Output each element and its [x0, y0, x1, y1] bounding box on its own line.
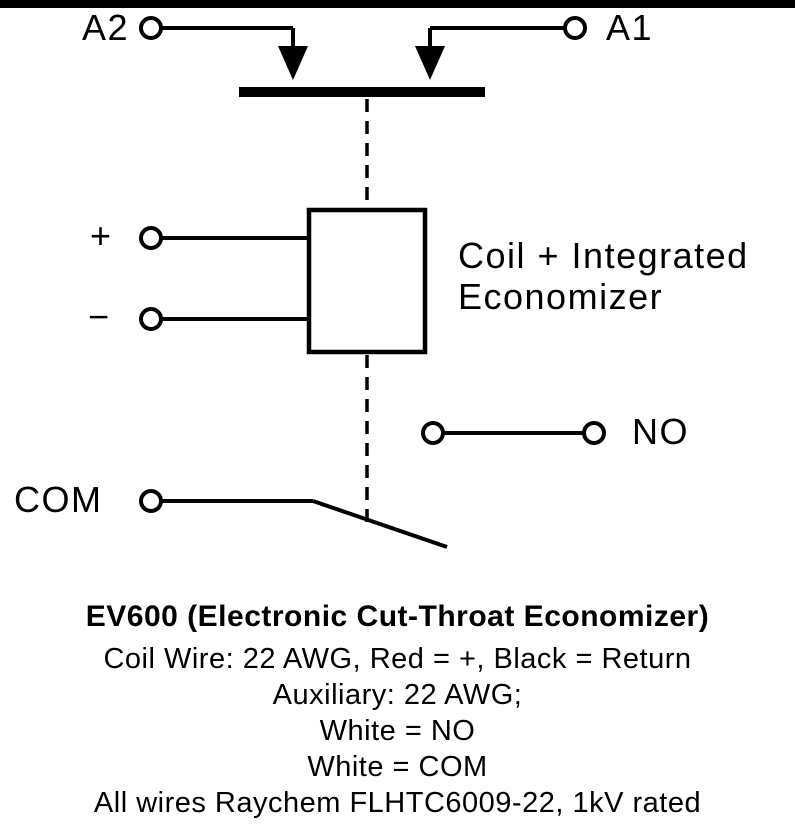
caption-line-coil-wire: Coil Wire: 22 AWG, Red = +, Black = Retu… — [103, 643, 692, 675]
coil-box-label: Coil + Integrated Economizer — [458, 235, 749, 317]
plus-terminal-label: + — [90, 215, 113, 256]
caption-line-auxiliary: Auxiliary: 22 AWG; — [272, 679, 523, 711]
coil-box — [306, 207, 428, 355]
contact-bar — [239, 87, 485, 97]
caption-line-white-no: White = NO — [319, 715, 476, 747]
a1-terminal-circle — [563, 16, 587, 40]
coil-box-label-line2: Economizer — [458, 276, 664, 317]
a2-terminal-label: A2 — [82, 7, 130, 48]
a2-arrow-head-icon — [278, 46, 308, 80]
caption-block: EV600 (Electronic Cut-Throat Economizer)… — [0, 599, 795, 821]
com-terminal-circle — [139, 489, 163, 513]
switch-blade — [312, 499, 448, 549]
a1-arrow-head-icon — [415, 46, 445, 80]
minus-terminal-circle — [139, 307, 163, 331]
minus-terminal-label: − — [88, 296, 111, 337]
caption-line-white-com: White = COM — [307, 751, 488, 783]
no-terminal-label: NO — [632, 411, 689, 452]
coil-box-label-line1: Coil + Integrated — [458, 235, 749, 276]
caption-title: EV600 (Electronic Cut-Throat Economizer) — [85, 600, 710, 633]
a1-terminal-label: A1 — [606, 7, 654, 48]
no-right-terminal-circle — [582, 421, 606, 445]
a2-terminal-circle — [139, 16, 163, 40]
plus-terminal-circle — [139, 226, 163, 250]
caption-line-wire-rating: All wires Raychem FLHTC6009-22, 1kV rate… — [93, 787, 702, 819]
top-border-bar — [0, 0, 795, 8]
no-left-terminal-circle — [421, 421, 445, 445]
com-terminal-label: COM — [14, 479, 103, 520]
